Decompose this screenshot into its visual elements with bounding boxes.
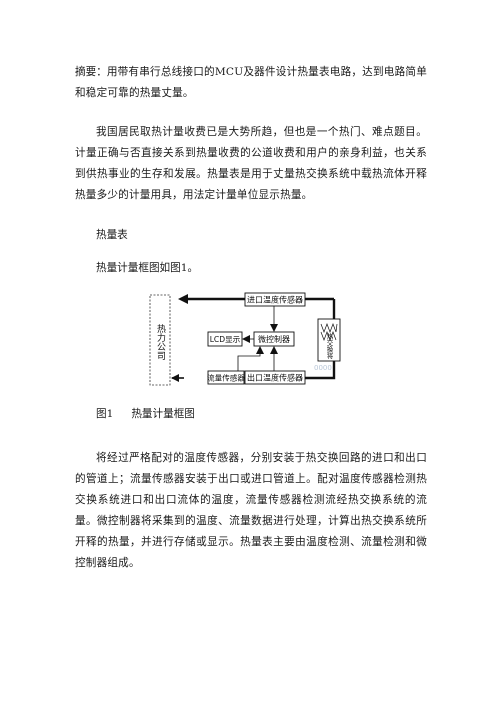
abstract-text: 用带有串行总线接口的MCU及器件设计热量表电路，达到电路简单和稳定可靠的热量丈量… xyxy=(75,66,427,99)
flow-to-mcu-arrow xyxy=(237,346,264,371)
section-heading: 热量表 xyxy=(96,229,128,241)
return-pipe-right xyxy=(305,361,336,380)
heat-exchanger-label: 热交换将 xyxy=(325,332,333,360)
description-paragraph: 将经过严格配对的温度传感器，分别安装于热交换回路的进口和出口的管道上；流量传感器… xyxy=(75,452,427,569)
figure-caption: 图1 热量计量框图 xyxy=(96,404,195,425)
flow-sensor-label: 流量传感器 xyxy=(207,373,245,383)
outlet-sensor-block xyxy=(244,370,306,385)
intro-paragraph: 我国居民取热计量收费已是大势所趋，但也是一个热门、难点题目。计量正确与否直接关系… xyxy=(75,126,427,201)
flow-sensor-block xyxy=(207,370,245,385)
lcd-label: LCD显示 xyxy=(210,335,241,344)
abstract-paragraph: 摘要：用带有串行总线接口的MCU及器件设计热量表电路，达到电路简单和稳定可靠的热… xyxy=(75,62,427,104)
mcu-label: 微控制器 xyxy=(258,334,290,344)
abstract-label: 摘要： xyxy=(75,66,107,78)
heat-exchanger-block xyxy=(317,318,341,362)
supply-arrow-icon xyxy=(178,294,188,304)
watermark: 0000 xyxy=(314,364,332,372)
heat-metering-diagram: 热力公司 进口温度传感器 热交换将 出口温度传感器 流量传感器 微控制器 LCD… xyxy=(149,292,341,386)
figure-reference: 热量计量框图如图1。 xyxy=(96,262,199,274)
outlet-sensor-label: 出口温度传感器 xyxy=(247,373,303,383)
figure-caption-number: 图1 xyxy=(96,408,114,420)
heat-exchanger-coil xyxy=(320,323,338,333)
inlet-sensor-label: 进口温度传感器 xyxy=(247,295,303,305)
heat-company-label: 热力公司 xyxy=(155,323,166,360)
figure-caption-text: 热量计量框图 xyxy=(131,408,195,420)
heat-company-box xyxy=(149,294,171,386)
inlet-sensor-block xyxy=(244,292,306,307)
